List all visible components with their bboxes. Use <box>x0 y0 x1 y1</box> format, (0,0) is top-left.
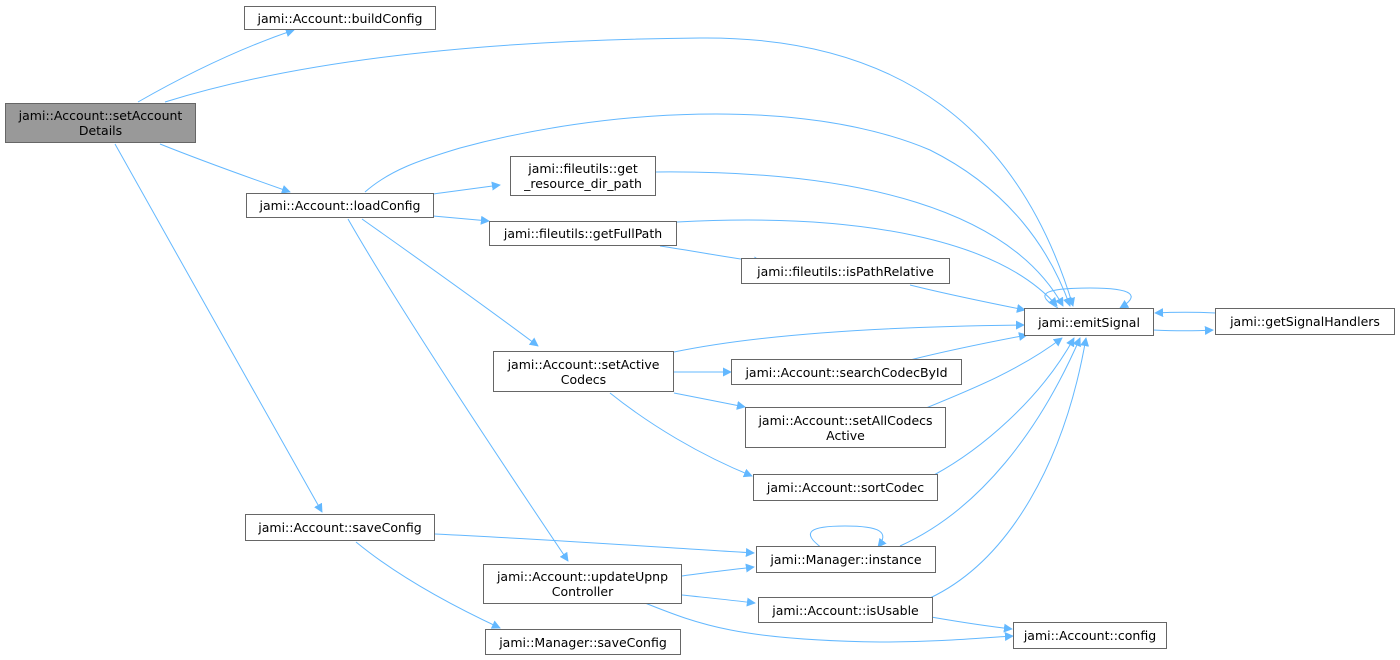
edge-managerinstance-emitsignal <box>899 337 1081 547</box>
node-get-full-path[interactable]: jami::fileutils::getFullPath <box>489 221 677 246</box>
edge-setaccountdetails-saveconfig <box>114 143 323 513</box>
edge-setactivecodecs-sortcodec <box>609 392 753 478</box>
node-manager-save-config[interactable]: jami::Manager::saveConfig <box>485 629 681 655</box>
edge-emitsignal-self <box>1044 287 1132 309</box>
edge-updateupnpcontroller-isusable <box>681 594 756 607</box>
edge-getresourcedirpath-emitsignal <box>655 171 1064 307</box>
edge-loadconfig-emitsignal <box>364 113 1072 307</box>
edge-loadconfig-getfullpath <box>432 215 490 225</box>
node-update-upnp-controller[interactable]: jami::Account::updateUpnp Controller <box>483 564 682 604</box>
node-get-resource-dir-path[interactable]: jami::fileutils::get _resource_dir_path <box>510 156 656 196</box>
edge-setactivecodecs-setallcodecsactive <box>673 392 746 410</box>
node-load-config[interactable]: jami::Account::loadConfig <box>246 193 434 218</box>
edge-isusable-emitsignal <box>929 337 1090 599</box>
edge-ispathrelative-emitsignal <box>909 284 1026 313</box>
node-is-path-relative[interactable]: jami::fileutils::isPathRelative <box>741 258 950 284</box>
edge-saveconfig-managerinstance <box>434 533 755 558</box>
edge-setallcodecsactive-emitsignal <box>925 337 1063 409</box>
node-set-all-codecs-active[interactable]: jami::Account::setAllCodecs Active <box>745 407 946 448</box>
node-build-config[interactable]: jami::Account::buildConfig <box>244 6 436 30</box>
node-search-codec-by-id[interactable]: jami::Account::searchCodecById <box>731 359 962 385</box>
edge-getfullpath-emitsignal <box>676 219 1058 307</box>
node-set-account-details[interactable]: jami::Account::setAccount Details <box>5 103 196 143</box>
edge-loadconfig-getresourcedirpath <box>432 181 501 195</box>
edge-sortcodec-emitsignal <box>933 337 1075 476</box>
edge-managerinstance-self <box>809 525 887 549</box>
edge-updateupnpcontroller-accountconfig <box>644 602 1014 643</box>
edge-setaccountdetails-emitsignal <box>164 37 1075 307</box>
node-save-config[interactable]: jami::Account::saveConfig <box>245 514 435 541</box>
edge-getsignalhandlers-emitsignal <box>1154 308 1217 318</box>
node-set-active-codecs[interactable]: jami::Account::setActive Codecs <box>493 351 674 392</box>
node-sort-codec[interactable]: jami::Account::sortCodec <box>753 474 938 501</box>
edge-isusable-accountconfig <box>930 616 1013 633</box>
node-is-usable[interactable]: jami::Account::isUsable <box>758 597 933 623</box>
node-get-signal-handlers[interactable]: jami::getSignalHandlers <box>1215 308 1395 335</box>
edge-setaccountdetails-buildconfig <box>137 28 295 103</box>
edge-setactivecodecs-emitsignal <box>673 320 1025 353</box>
edge-setaccountdetails-loadconfig <box>159 143 291 194</box>
edge-saveconfig-managersaveconfig <box>355 541 501 629</box>
edge-loadconfig-setactivecodecs <box>361 218 539 347</box>
edge-searchcodecbyid-emitsignal <box>909 332 1028 361</box>
edge-loadconfig-updateupnpcontroller <box>347 218 569 562</box>
node-account-config[interactable]: jami::Account::config <box>1013 622 1167 649</box>
node-manager-instance[interactable]: jami::Manager::instance <box>756 546 936 573</box>
node-emit-signal[interactable]: jami::emitSignal <box>1024 308 1154 336</box>
edge-updateupnpcontroller-managerinstance <box>681 563 755 577</box>
edge-emitsignal-getsignalhandlers <box>1152 325 1214 335</box>
